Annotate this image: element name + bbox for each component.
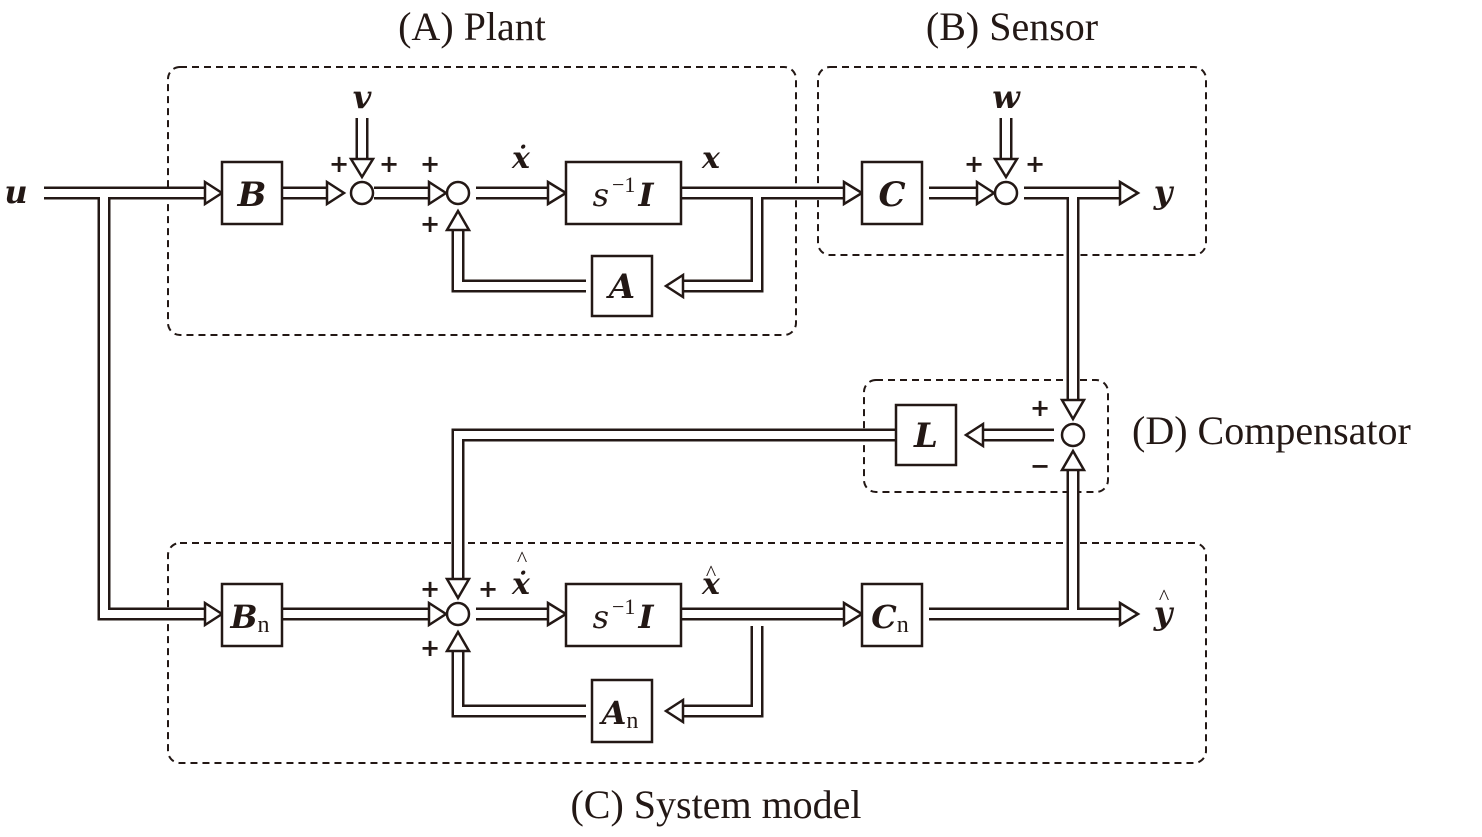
compensator-title: (D) Compensator bbox=[1132, 408, 1411, 453]
block-integrator-plant: s−1I bbox=[564, 160, 683, 226]
arrow-y-to-comp-sum bbox=[1059, 398, 1087, 422]
sum-junction-sensor-noise bbox=[993, 180, 1019, 206]
signal-yhat: y ^ bbox=[1153, 584, 1175, 632]
svg-text:C: C bbox=[878, 175, 905, 215]
block-A: A bbox=[590, 254, 654, 318]
block-C: C bbox=[860, 160, 924, 226]
sum-junction-plant-noise bbox=[349, 180, 375, 206]
signal-v: v bbox=[353, 78, 372, 116]
arrowheads bbox=[203, 157, 1141, 725]
arrow-u-to-Bn bbox=[203, 600, 225, 628]
arrow-diff-to-L bbox=[963, 421, 985, 449]
svg-text:^: ^ bbox=[517, 546, 528, 571]
sign-plus: + bbox=[1030, 394, 1050, 422]
block-integrator-model: s−1I bbox=[564, 582, 683, 648]
signal-x: x bbox=[701, 141, 721, 176]
arrow-xhatdot-to-integrator bbox=[546, 600, 569, 628]
arrow-u-to-B bbox=[203, 179, 225, 207]
svg-text:x: x bbox=[701, 567, 721, 602]
svg-text:A: A bbox=[606, 267, 635, 307]
sign-minus: − bbox=[1030, 452, 1050, 480]
plant-group-frame bbox=[167, 66, 797, 336]
arrow-xdot-to-integrator bbox=[546, 179, 569, 207]
block-Cn: Cn bbox=[860, 582, 924, 648]
sensor-group-frame bbox=[817, 66, 1207, 256]
block-B: B bbox=[220, 160, 284, 226]
arrow-v-to-sum1 bbox=[348, 157, 376, 180]
svg-text:s−1I: s−1I bbox=[593, 594, 655, 636]
system-model-group-frame bbox=[167, 542, 1207, 764]
svg-text:L: L bbox=[913, 416, 938, 456]
svg-text:ẋ: ẋ bbox=[511, 567, 531, 602]
svg-text:Bn: Bn bbox=[229, 598, 269, 638]
sign-plus: + bbox=[379, 150, 399, 178]
sign-plus: + bbox=[420, 210, 440, 238]
sign-plus: + bbox=[329, 150, 349, 178]
sum-junction-compensator bbox=[1060, 422, 1086, 448]
arrow-y-output bbox=[1118, 179, 1141, 207]
svg-text:B: B bbox=[237, 175, 267, 215]
sign-plus: + bbox=[420, 575, 440, 603]
sign-plus: + bbox=[420, 150, 440, 178]
svg-text:y: y bbox=[1153, 594, 1175, 632]
sign-plus: + bbox=[420, 634, 440, 662]
arrow-x-to-C bbox=[842, 179, 865, 207]
sign-plus: + bbox=[478, 575, 498, 603]
sensor-title: (B) Sensor bbox=[926, 4, 1098, 49]
svg-text:s−1I: s−1I bbox=[593, 172, 655, 214]
arrow-xhat-to-An bbox=[663, 697, 685, 725]
arrow-yhat-output bbox=[1118, 600, 1141, 628]
signal-y: y bbox=[1153, 173, 1175, 211]
signal-xhatdot: ẋ ^ bbox=[511, 546, 531, 602]
system-model-title: (C) System model bbox=[570, 782, 861, 827]
arrow-A-to-sum2 bbox=[444, 208, 472, 232]
block-An: An bbox=[590, 678, 654, 744]
block-L: L bbox=[894, 403, 958, 467]
plant-title: (A) Plant bbox=[398, 4, 546, 49]
arrow-C-to-sum3 bbox=[975, 179, 997, 207]
signal-u: u bbox=[4, 173, 27, 211]
sign-plus: + bbox=[1025, 150, 1045, 178]
arrow-B-to-sum1 bbox=[325, 179, 347, 207]
arrow-L-to-model-sum bbox=[444, 577, 472, 601]
sum-junction-model-state bbox=[445, 601, 471, 627]
signal-xdot: ẋ bbox=[511, 141, 531, 176]
sum-junction-plant-state bbox=[445, 180, 471, 206]
svg-text:An: An bbox=[599, 694, 639, 734]
sign-plus: + bbox=[964, 150, 984, 178]
arrow-yhat-to-comp-sum bbox=[1059, 448, 1087, 472]
arrow-Bn-to-model-sum bbox=[427, 600, 449, 628]
connection-lines-inner bbox=[44, 118, 1125, 715]
sign-labels: + + + + + + + − + + + bbox=[329, 150, 1050, 662]
svg-text:Cn: Cn bbox=[871, 598, 908, 638]
signal-xhat: x ^ bbox=[701, 560, 721, 602]
arrow-sum1-to-sum2 bbox=[427, 179, 449, 207]
arrow-x-to-A bbox=[663, 272, 685, 300]
arrow-xhat-to-Cn bbox=[842, 600, 865, 628]
svg-text:^: ^ bbox=[706, 560, 717, 585]
svg-text:^: ^ bbox=[1159, 584, 1170, 609]
block-Bn: Bn bbox=[220, 582, 284, 648]
signal-w: w bbox=[992, 78, 1021, 116]
arrow-w-to-sum3 bbox=[992, 157, 1020, 180]
arrow-An-to-model-sum bbox=[444, 629, 472, 653]
